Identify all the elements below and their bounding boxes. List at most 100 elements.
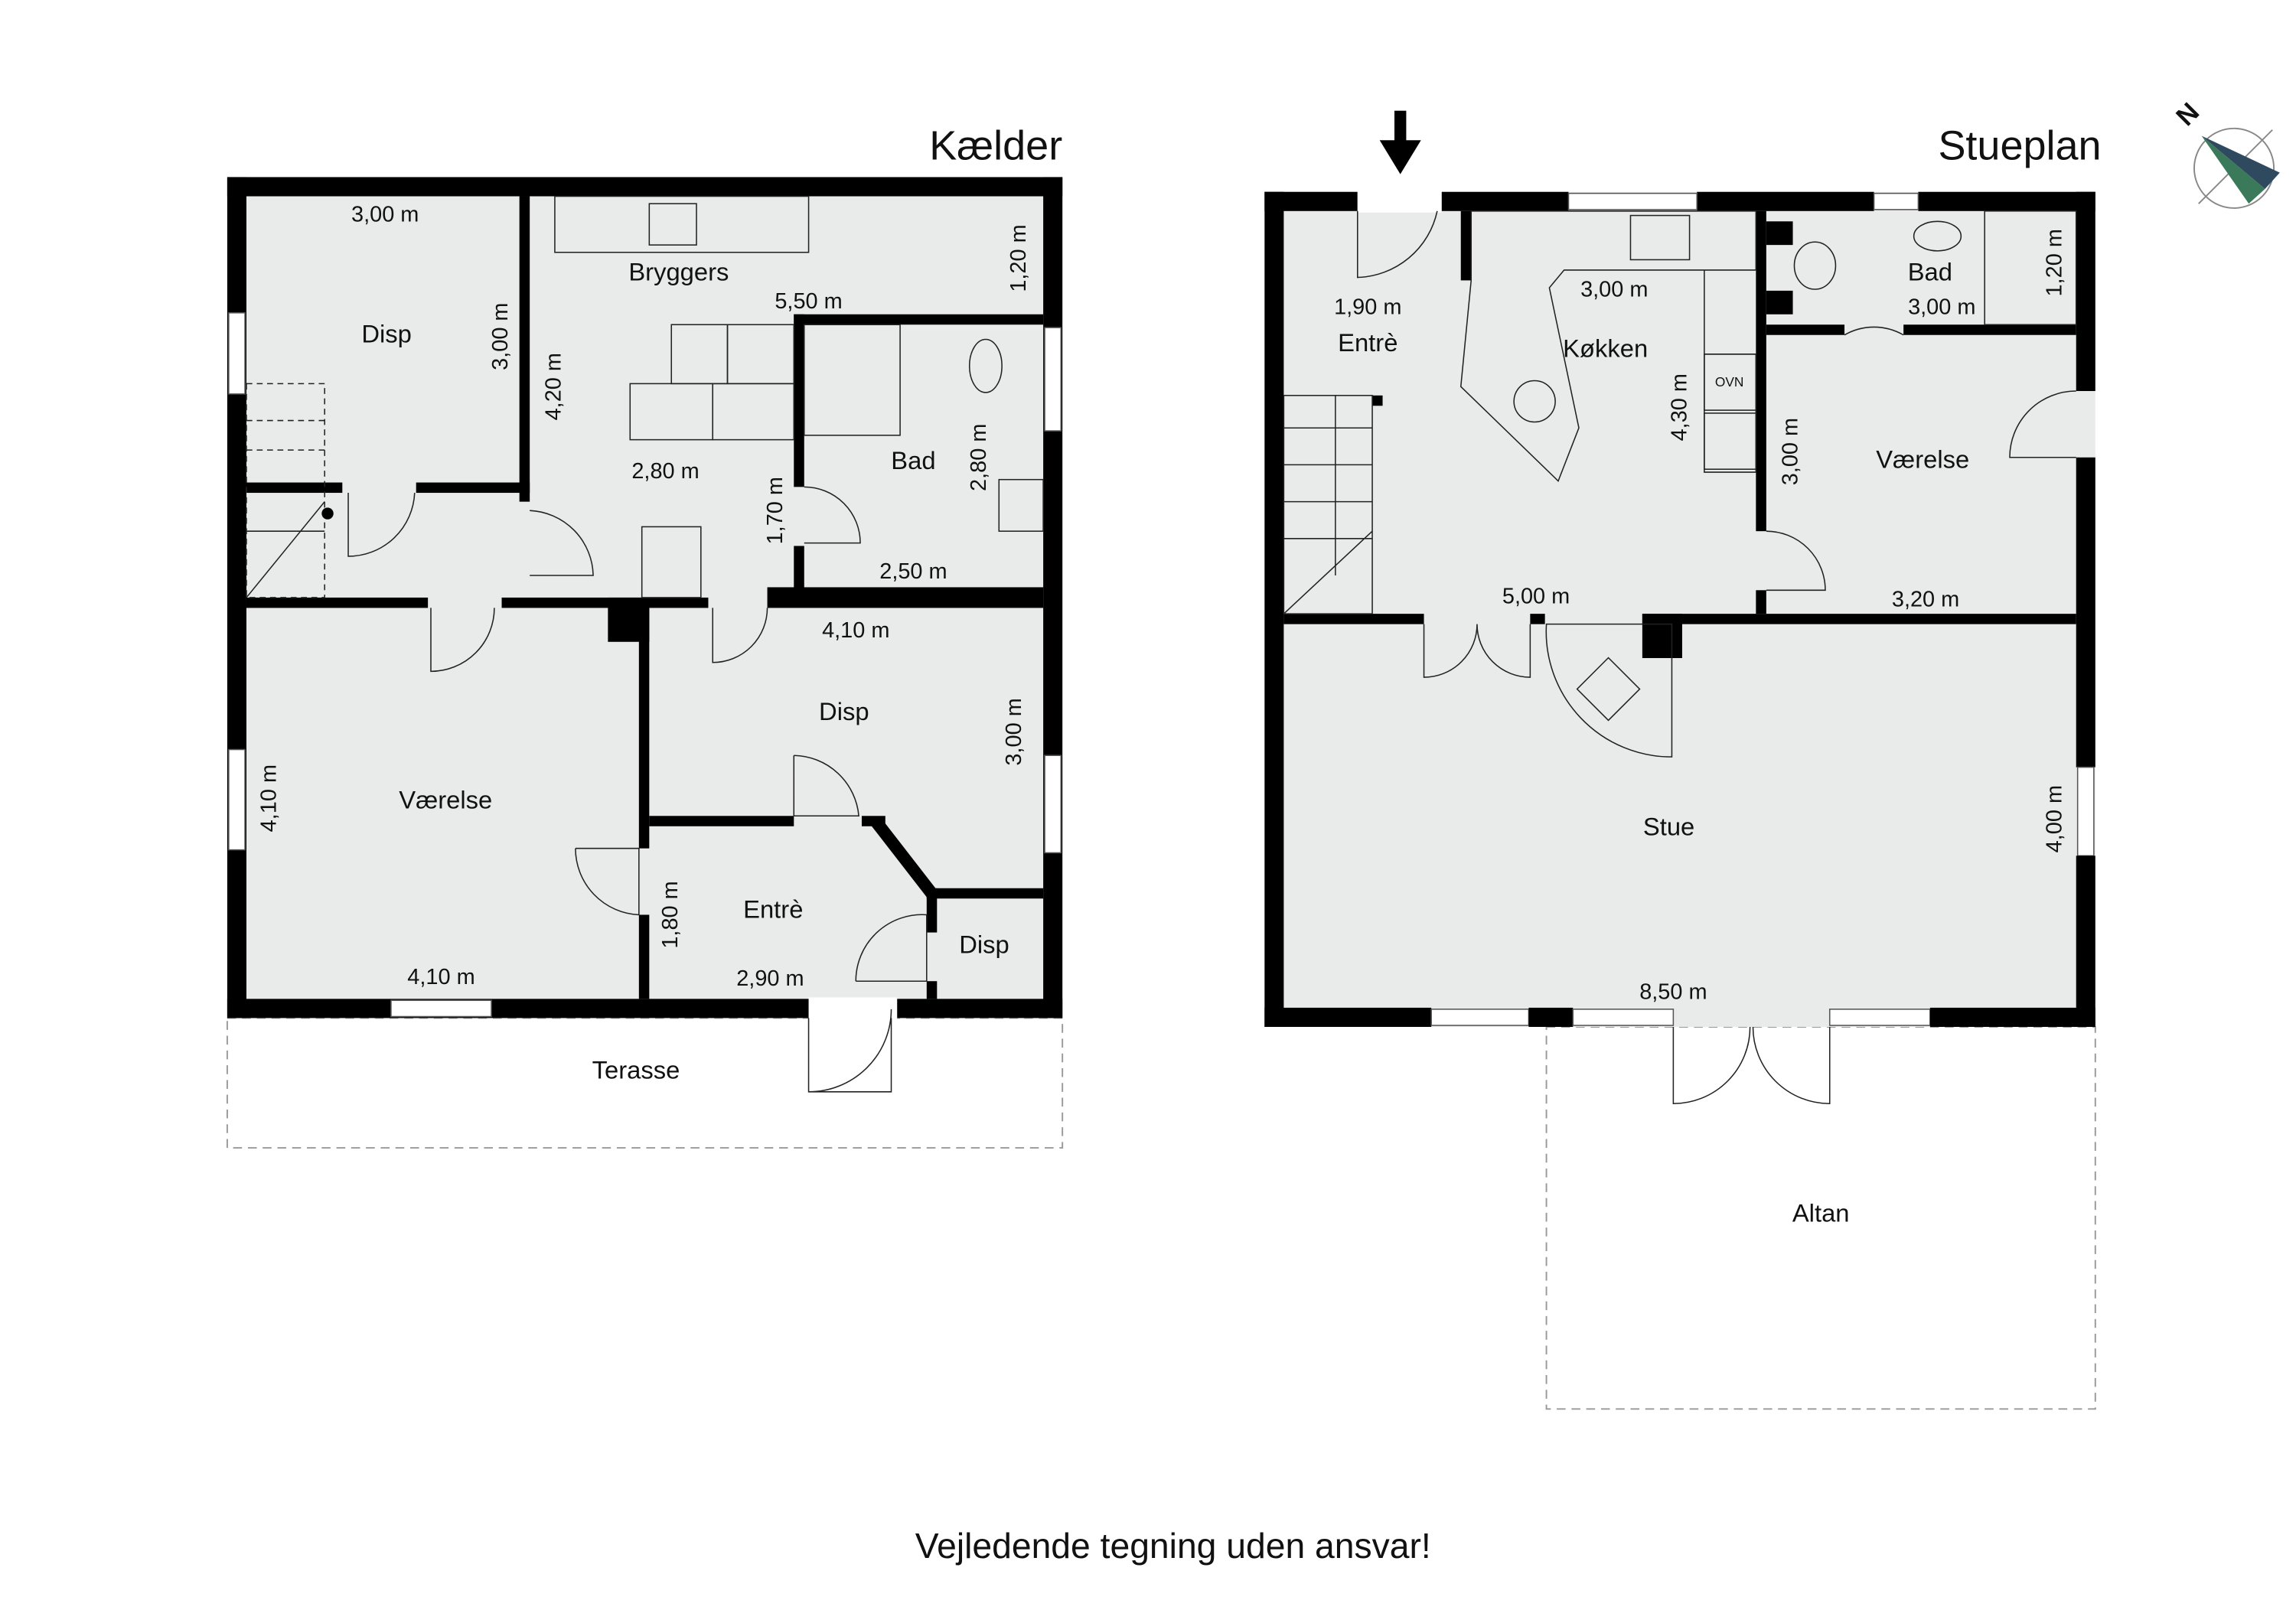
door-swing (1357, 210, 1438, 279)
wall (1929, 1007, 2095, 1027)
room-label: Disp (959, 930, 1009, 959)
staircase (1283, 395, 1373, 614)
door-swing (807, 1009, 892, 1093)
dimension: 4,00 m (2042, 785, 2066, 852)
door-swing (347, 493, 416, 557)
wall (2076, 191, 2095, 392)
door-swing (712, 608, 768, 663)
dimension: 4,10 m (257, 764, 282, 832)
door-swing (793, 754, 859, 817)
wall (227, 177, 1063, 197)
door-swing (855, 914, 928, 982)
wall (246, 482, 343, 494)
north-label: N (2171, 97, 2206, 132)
wall (1043, 177, 1063, 1018)
room-label: Værelse (399, 786, 492, 814)
wall (1642, 614, 2076, 624)
dimension: 4,20 m (542, 353, 566, 420)
dimension: 5,50 m (775, 289, 842, 314)
washbasin-icon (998, 478, 1044, 532)
door-opening (808, 997, 898, 1020)
wall (1441, 191, 1569, 211)
wall (926, 981, 938, 999)
fan-icon (1704, 412, 1757, 470)
fan-icon (641, 526, 702, 598)
dimension: 2,90 m (736, 966, 804, 991)
wall (1766, 221, 1793, 246)
dimension: 4,10 m (407, 965, 475, 989)
kaelder-plan: Kælder Disp Bryggers Bad Værelse Disp En… (226, 122, 1064, 1149)
wall (1460, 210, 1472, 281)
wall (227, 177, 246, 1018)
wall (1642, 614, 1682, 658)
window (1572, 1009, 1675, 1026)
dimension: 3,20 m (1892, 588, 1959, 612)
wall (870, 816, 936, 898)
fireplace (1545, 623, 1673, 758)
door-swing (430, 608, 495, 673)
window (228, 312, 246, 395)
wall (227, 999, 1063, 1018)
wall (638, 608, 650, 849)
wall (1372, 395, 1383, 406)
wall (1918, 191, 2095, 211)
wall (1528, 1007, 1574, 1027)
wall (649, 816, 794, 826)
door-swing (1423, 624, 1531, 678)
dimension: 2,80 m (631, 459, 699, 484)
cabinet (712, 383, 795, 441)
compass-icon: N (2171, 97, 2280, 209)
wall (1264, 191, 1284, 1027)
dimension: 2,80 m (967, 424, 991, 491)
stueplan-title: Stueplan (1938, 122, 2101, 168)
room-label: Disp (361, 319, 412, 347)
dimension: 3,00 m (1908, 295, 1975, 320)
shower (804, 324, 901, 436)
shower (1984, 210, 2077, 326)
oven (1704, 354, 1757, 411)
entrance-opening (1357, 190, 1442, 213)
dimension: 1,80 m (658, 881, 683, 948)
wall (1903, 324, 2076, 335)
wall (2076, 855, 2095, 1027)
door-swing (804, 486, 861, 544)
wall (1756, 590, 1766, 614)
kaelder-title: Kælder (929, 122, 1062, 168)
counter (554, 195, 810, 253)
window (1873, 192, 1919, 210)
sink-icon (1629, 214, 1691, 261)
wall (1264, 1007, 1432, 1027)
wall (416, 482, 530, 494)
room-label: Værelse (1876, 445, 1969, 473)
dimension: 1,20 m (1006, 224, 1031, 292)
room-label: Bad (1908, 257, 1952, 285)
door-swing (1766, 530, 1826, 592)
dimension: 3,00 m (351, 202, 419, 227)
room-label: Stue (1643, 812, 1694, 840)
room-label: Disp (819, 697, 869, 725)
door-swing (575, 847, 640, 916)
wall (638, 914, 650, 999)
wall (1530, 614, 1545, 624)
room-label: Bad (891, 446, 935, 474)
wall (1697, 191, 1874, 211)
window (390, 999, 492, 1018)
wall (1283, 614, 1424, 624)
toilet-icon (968, 338, 1003, 393)
window (1430, 1009, 1530, 1026)
washbasin-icon (1793, 241, 1837, 290)
window (1567, 192, 1698, 210)
wall (1766, 290, 1793, 314)
room-label: Altan (1792, 1198, 1850, 1227)
wall (767, 587, 1044, 608)
dimension: 4,10 m (822, 618, 889, 643)
wall (926, 888, 938, 933)
room-label: Køkken (1563, 334, 1648, 363)
room-label: Terasse (592, 1055, 680, 1084)
wall (926, 888, 1044, 899)
door-swing (1672, 1026, 1831, 1105)
staircase (246, 383, 334, 598)
dimension: 3,00 m (488, 302, 513, 370)
dimension: 8,50 m (1639, 979, 1707, 1004)
